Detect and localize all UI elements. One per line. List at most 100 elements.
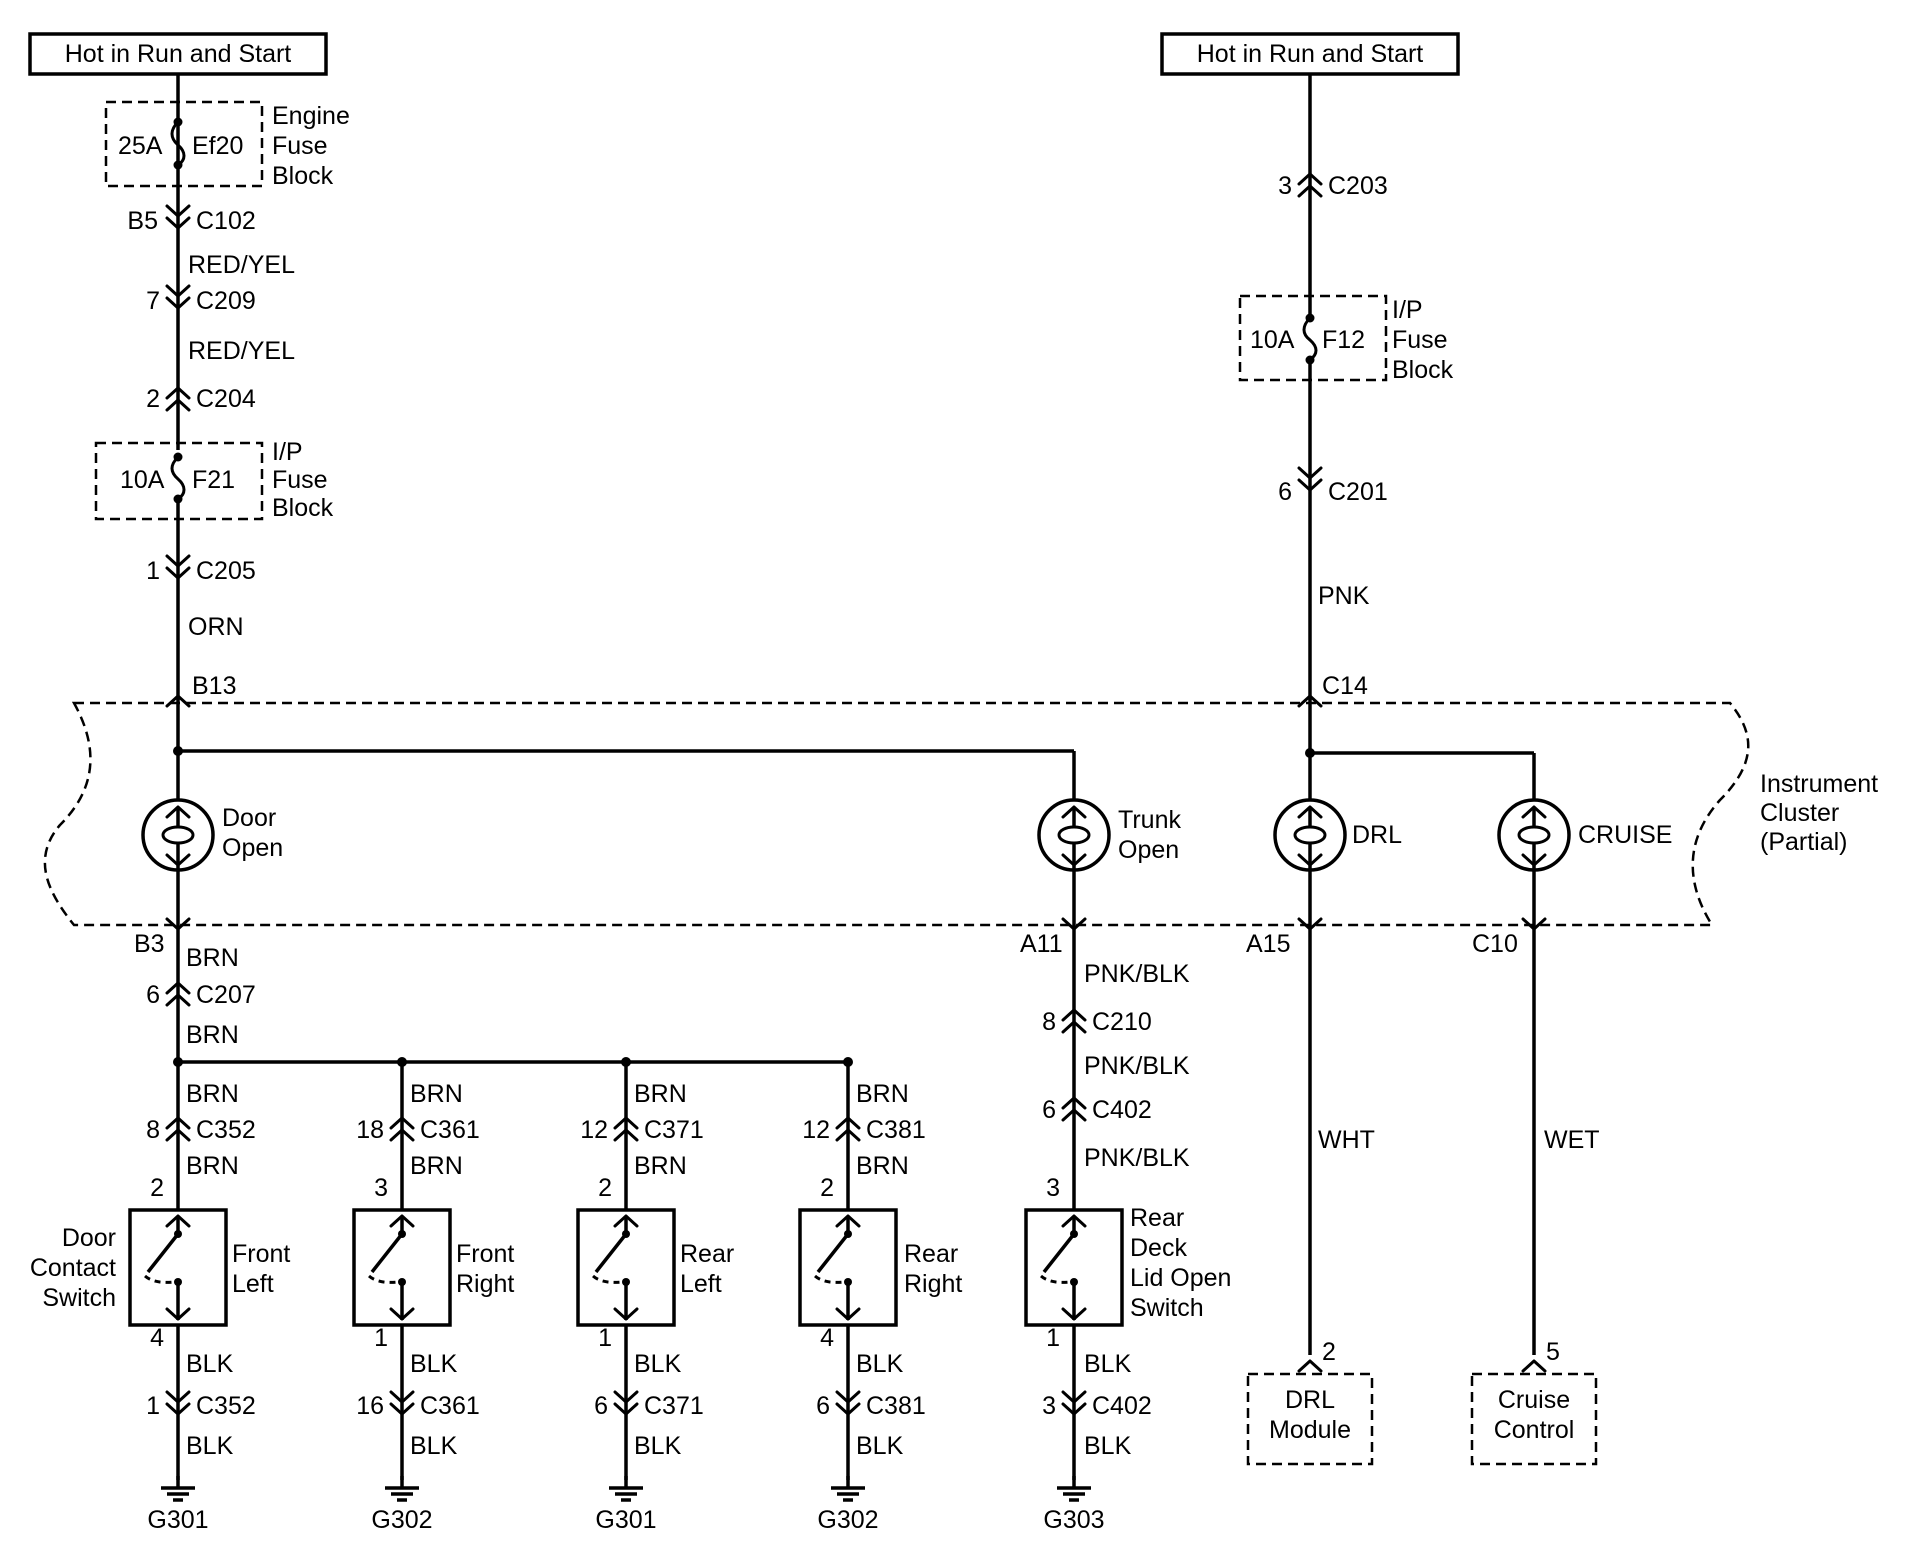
switch-front-right-pin-top: 3 <box>374 1174 388 1202</box>
wire-blk-1a: BLK <box>186 1350 234 1378</box>
switch-front-left-label-2: Left <box>232 1270 274 1298</box>
connector-c371-bot-pin: 6 <box>594 1392 608 1420</box>
wire-pnk-blk-3: PNK/BLK <box>1084 1144 1190 1172</box>
connector-c381-top-pin: 12 <box>802 1116 830 1144</box>
wire-blk-5b: BLK <box>1084 1432 1132 1460</box>
switch-front-left-label-1: Front <box>232 1240 290 1268</box>
switch-rear-deck-label-1: Rear <box>1130 1204 1184 1232</box>
connector-c371-top-name: C371 <box>644 1116 704 1144</box>
connector-c361-bot-pin: 16 <box>356 1392 384 1420</box>
switch-rear-right-label-2: Right <box>904 1270 962 1298</box>
connector-c209-name: C209 <box>196 287 256 315</box>
cruise-control-label-2: Control <box>1494 1416 1575 1444</box>
wire-pnk-blk-1: PNK/BLK <box>1084 960 1190 988</box>
connector-c361-top-pin: 18 <box>356 1116 384 1144</box>
fuse-block-engine <box>104 100 264 188</box>
wire-blk-1b: BLK <box>186 1432 234 1460</box>
connector-c210-name: C210 <box>1092 1008 1152 1036</box>
cluster-label-2: Cluster <box>1760 799 1839 827</box>
switch-rear-left-pin-bot: 1 <box>598 1324 612 1352</box>
ground-label-g301-a: G301 <box>147 1506 208 1534</box>
connector-c210-pin: 8 <box>1042 1008 1056 1036</box>
cluster-label-1: Instrument <box>1760 770 1878 798</box>
connector-c205-pin: 1 <box>146 557 160 585</box>
fuse-ef20-id: Ef20 <box>192 132 243 160</box>
wire-brn-4b: BRN <box>856 1152 909 1180</box>
switch-rear-deck-lid <box>1024 1208 1124 1327</box>
wire-brn-3b: BRN <box>634 1152 687 1180</box>
cluster-label-3: (Partial) <box>1760 828 1848 856</box>
switch-front-right-label-1: Front <box>456 1240 514 1268</box>
switch-rear-left-label-2: Left <box>680 1270 722 1298</box>
switch-front-left-pin-bot: 4 <box>150 1324 164 1352</box>
switch-rear-right-pin-bot: 4 <box>820 1324 834 1352</box>
fuse-f21-block-2: Fuse <box>272 466 328 494</box>
fuse-f12-rating: 10A <box>1250 326 1295 354</box>
lamp-drl-label: DRL <box>1352 821 1402 849</box>
switch-front-left <box>128 1208 228 1327</box>
switch-rear-left-pin-top: 2 <box>598 1174 612 1202</box>
drl-module-label-2: Module <box>1269 1416 1351 1444</box>
door-contact-label-1: Door <box>62 1224 116 1252</box>
wire-orn: ORN <box>188 613 244 641</box>
switch-rear-right-pin-top: 2 <box>820 1174 834 1202</box>
wire-blk-4a: BLK <box>856 1350 904 1378</box>
lamp-door-open-label-1: Door <box>222 804 276 832</box>
wire-brn-c207: BRN <box>186 1021 239 1049</box>
switch-rear-left <box>576 1208 676 1327</box>
ground-label-g301-b: G301 <box>595 1506 656 1534</box>
switch-front-right <box>352 1208 452 1327</box>
connector-c402-bot-name: C402 <box>1092 1392 1152 1420</box>
connector-a15-name: A15 <box>1246 930 1290 958</box>
wire-blk-4b: BLK <box>856 1432 904 1460</box>
ground-icon <box>383 1474 421 1502</box>
connector-c201-name: C201 <box>1328 478 1388 506</box>
wire-brn-2b: BRN <box>410 1152 463 1180</box>
splice-right <box>1305 748 1315 758</box>
ground-icon <box>607 1474 645 1502</box>
connector-b3-name: B3 <box>134 930 165 958</box>
ground-icon <box>159 1474 197 1502</box>
connector-c402-top-pin: 6 <box>1042 1096 1056 1124</box>
switch-rear-right <box>798 1208 898 1327</box>
connector-b13-name: B13 <box>192 672 236 700</box>
wire-brn-1: BRN <box>186 1080 239 1108</box>
wire-pnk: PNK <box>1318 582 1370 610</box>
drl-module-box <box>1246 1372 1374 1466</box>
cruise-control-box <box>1470 1372 1598 1466</box>
fuse-f12-block-1: I/P <box>1392 296 1423 324</box>
source-box-right <box>1160 32 1460 76</box>
source-label-right: Hot in Run and Start <box>1197 40 1424 68</box>
connector-c201-pin: 6 <box>1278 478 1292 506</box>
connector-c207-name: C207 <box>196 981 256 1009</box>
connector-c361-top-name: C361 <box>420 1116 480 1144</box>
lamp-trunk-open <box>1037 798 1111 872</box>
connector-c371-top-pin: 12 <box>580 1116 608 1144</box>
switch-rear-deck-label-2: Deck <box>1130 1234 1187 1262</box>
switch-front-left-pin-top: 2 <box>150 1174 164 1202</box>
switch-rear-deck-pin-bot: 1 <box>1046 1324 1060 1352</box>
wire-blk-2b: BLK <box>410 1432 458 1460</box>
fuse-f12-symbol <box>1302 313 1318 365</box>
door-contact-label-2: Contact <box>30 1254 116 1282</box>
connector-c361-bot-name: C361 <box>420 1392 480 1420</box>
cruise-module-pin-symbol <box>1521 1359 1547 1373</box>
fuse-block-ip-right <box>1238 294 1388 382</box>
ground-label-g302-b: G302 <box>817 1506 878 1534</box>
connector-c371-bot-name: C371 <box>644 1392 704 1420</box>
wire-blk-3b: BLK <box>634 1432 682 1460</box>
connector-c352-bot-pin: 1 <box>146 1392 160 1420</box>
connector-c102-pin: B5 <box>127 207 158 235</box>
wire-pnk-blk-2: PNK/BLK <box>1084 1052 1190 1080</box>
ground-icon <box>1055 1474 1093 1502</box>
fuse-f21-symbol <box>170 452 186 504</box>
fuse-f12-block-3: Block <box>1392 356 1454 384</box>
switch-rear-deck-pin-top: 3 <box>1046 1174 1060 1202</box>
wire-blk-3a: BLK <box>634 1350 682 1378</box>
connector-c204-name: C204 <box>196 385 256 413</box>
cruise-control-label-1: Cruise <box>1498 1386 1570 1414</box>
connector-c14-name: C14 <box>1322 672 1368 700</box>
splice-brn-1 <box>173 1057 183 1067</box>
fuse-f21-block-3: Block <box>272 494 334 522</box>
connector-c204-pin: 2 <box>146 385 160 413</box>
